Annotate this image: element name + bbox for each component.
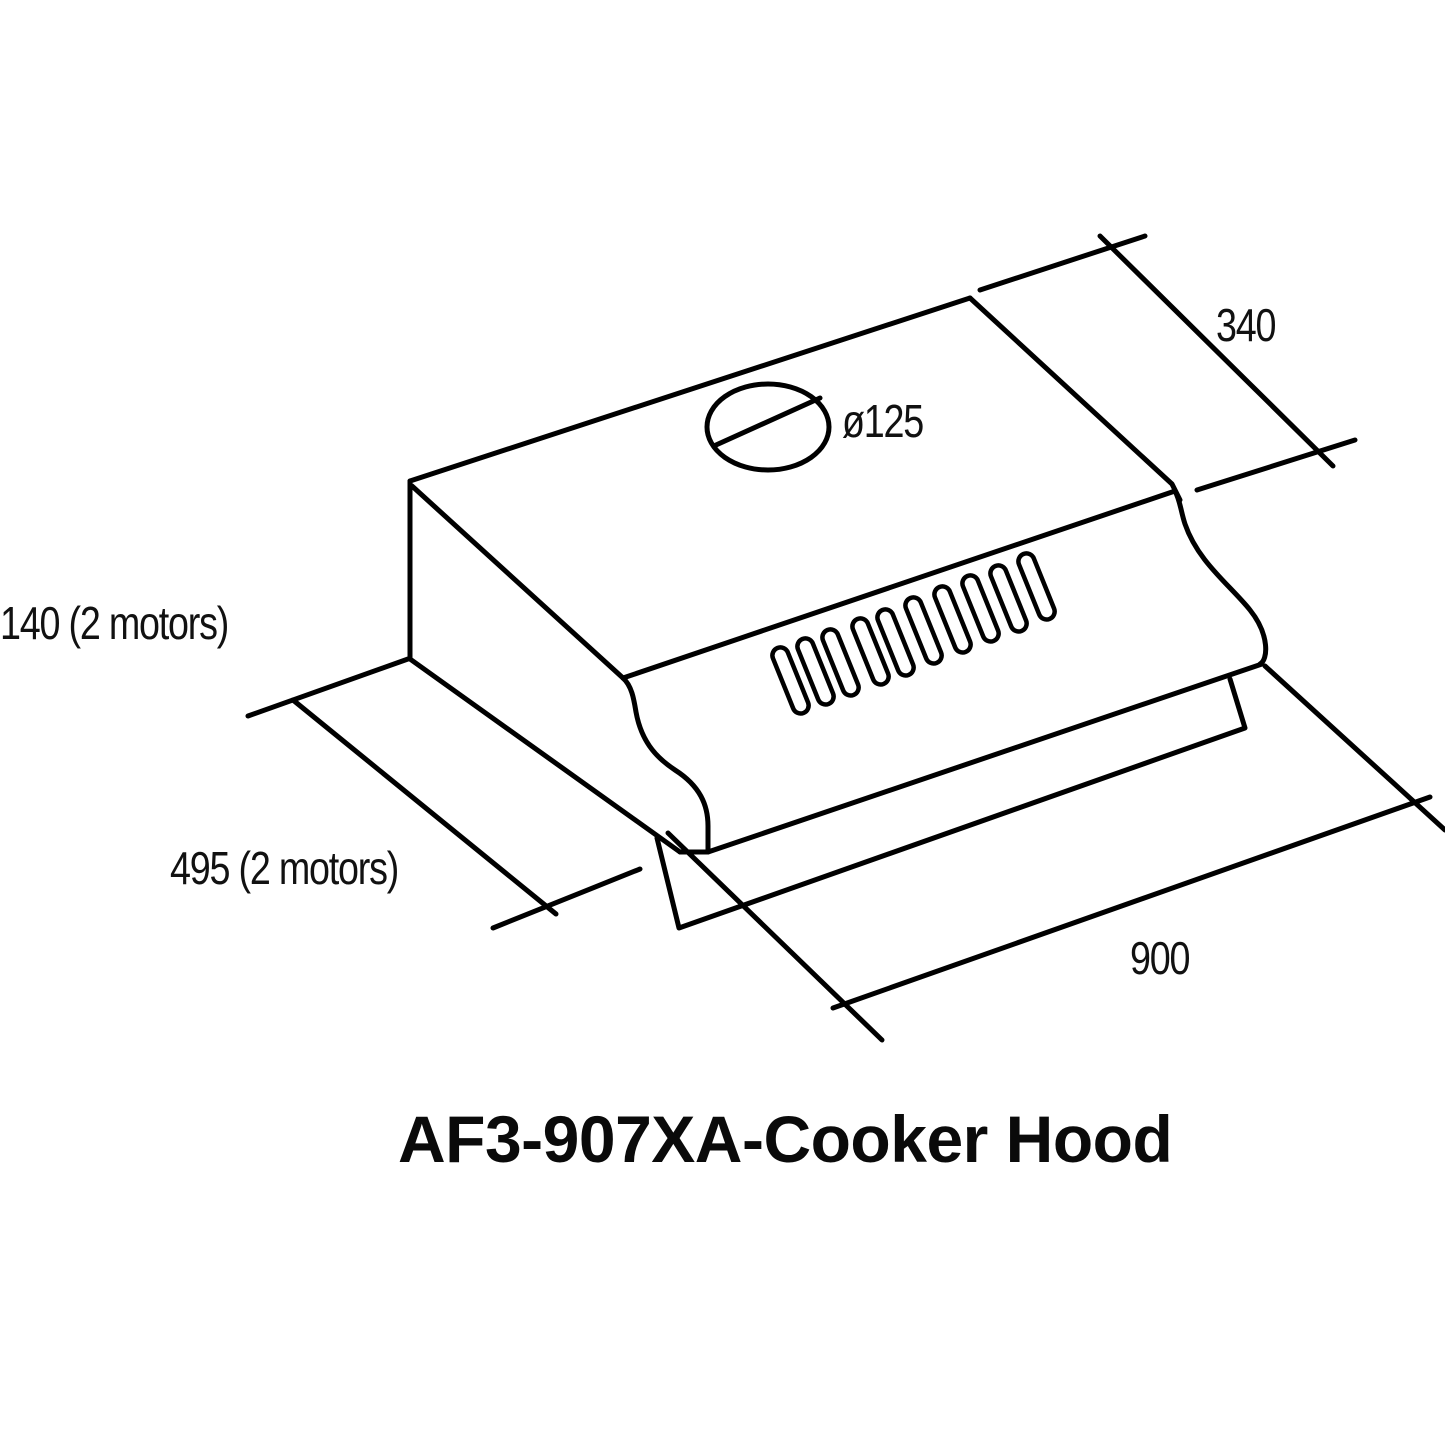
dimension-495-lines <box>245 656 643 931</box>
duct-diameter-label: ø125 <box>842 395 924 447</box>
product-title: AF3-907XA-Cooker Hood <box>398 1102 1173 1176</box>
hood-body <box>407 295 1269 855</box>
width-dimension-label: 900 <box>1130 932 1190 984</box>
pull-out-filter-panel <box>654 676 1248 931</box>
dimension-900-lines <box>665 663 1445 1043</box>
vent-slots <box>770 551 1057 716</box>
duct-outlet <box>704 381 832 473</box>
dimension-340-lines <box>977 233 1358 493</box>
height-dimension-label: 140 (2 motors) <box>0 597 229 649</box>
depth-dimension-label: 340 <box>1216 299 1276 351</box>
extended-depth-dimension-label: 495 (2 motors) <box>170 842 399 894</box>
